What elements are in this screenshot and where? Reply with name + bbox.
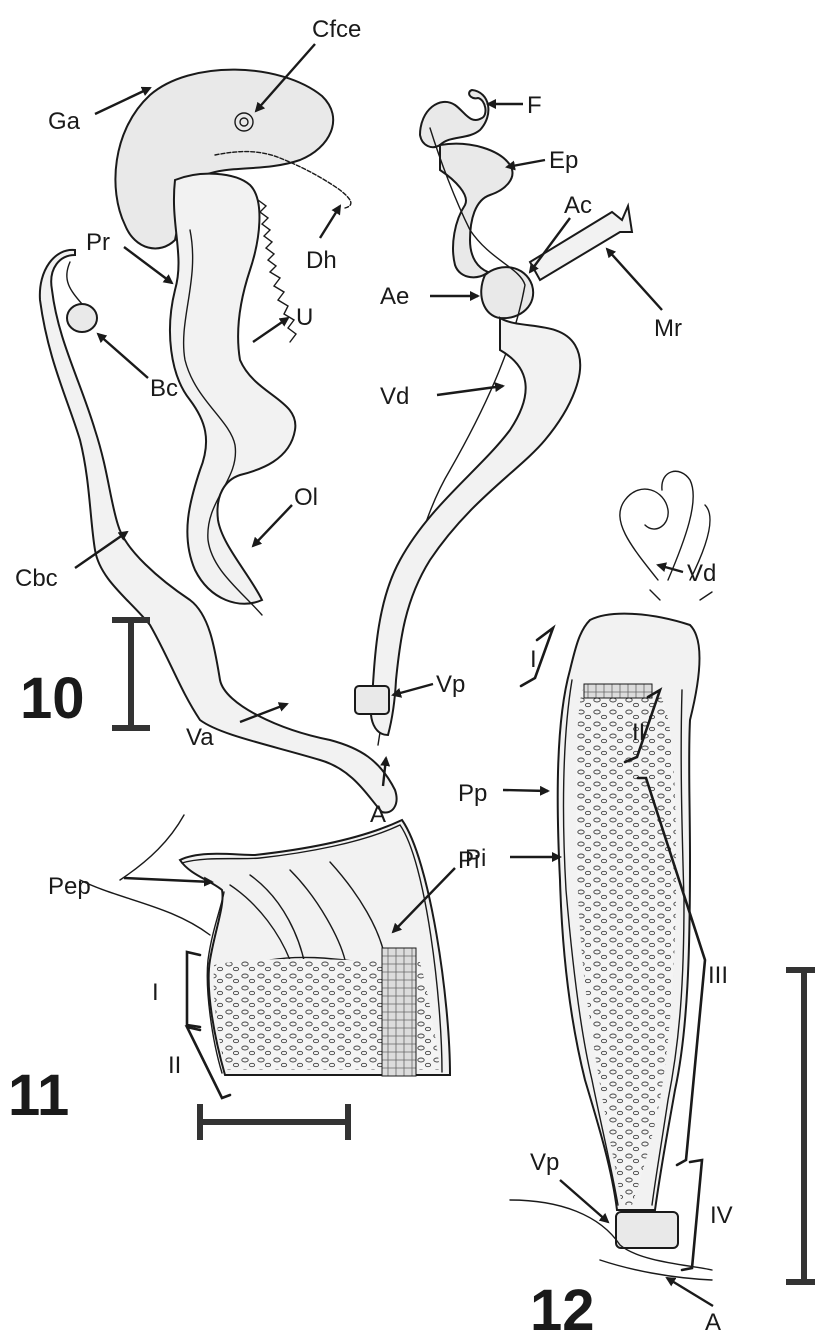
label-region-iii: III — [708, 962, 728, 989]
label-vp-12: Vp — [530, 1149, 559, 1176]
label-region-i-11: I — [152, 979, 159, 1006]
label-region-ii-11: II — [168, 1052, 181, 1079]
label-region-iv: IV — [710, 1202, 733, 1229]
spermoviduct — [170, 174, 295, 604]
scale-bar-10 — [112, 618, 150, 730]
label-region-ii-12: II — [632, 719, 645, 746]
uterus-folds — [258, 200, 296, 342]
label-va: Va — [186, 724, 214, 751]
epiphallus — [440, 144, 512, 278]
label-region-i-12: I — [530, 646, 537, 673]
penial-papilla — [382, 948, 416, 1076]
label-pi-12: Pi — [465, 845, 486, 872]
figure-number-10: 10 — [20, 666, 85, 731]
label-pp: Pp — [458, 780, 487, 807]
vaginal-pad-12 — [616, 1212, 678, 1248]
label-ep: Ep — [549, 147, 578, 174]
label-bc: Bc — [150, 375, 178, 402]
figure-11-drawing — [80, 815, 450, 1140]
label-cfce: Cfce — [312, 16, 361, 43]
flagellum — [420, 90, 488, 147]
label-pep: Pep — [48, 873, 91, 900]
scale-bar-12 — [786, 968, 815, 1285]
label-u: U — [296, 304, 313, 331]
label-vd: Vd — [380, 383, 409, 410]
label-ac: Ac — [564, 192, 592, 219]
label-ae: Ae — [380, 283, 409, 310]
bursa-copulatrix — [67, 304, 97, 332]
label-vd-12: Vd — [687, 560, 716, 587]
label-ga: Ga — [48, 108, 81, 135]
scale-bar-11 — [198, 1104, 350, 1140]
label-a-12: A — [705, 1309, 721, 1336]
figure-number-11: 11 — [8, 1063, 69, 1128]
figure-10-drawing — [40, 70, 632, 813]
label-pr: Pr — [86, 229, 110, 256]
label-a: A — [370, 801, 386, 828]
figure-number-12: 12 — [530, 1278, 595, 1336]
label-dh: Dh — [306, 247, 337, 274]
label-f: F — [527, 92, 542, 119]
label-mr: Mr — [654, 315, 682, 342]
label-cbc: Cbc — [15, 565, 58, 592]
vaginal-pad — [355, 686, 389, 714]
penis-body — [371, 318, 580, 735]
atrium-epiphallus — [481, 267, 533, 318]
label-ol: Ol — [294, 484, 318, 511]
label-vp: Vp — [436, 671, 465, 698]
